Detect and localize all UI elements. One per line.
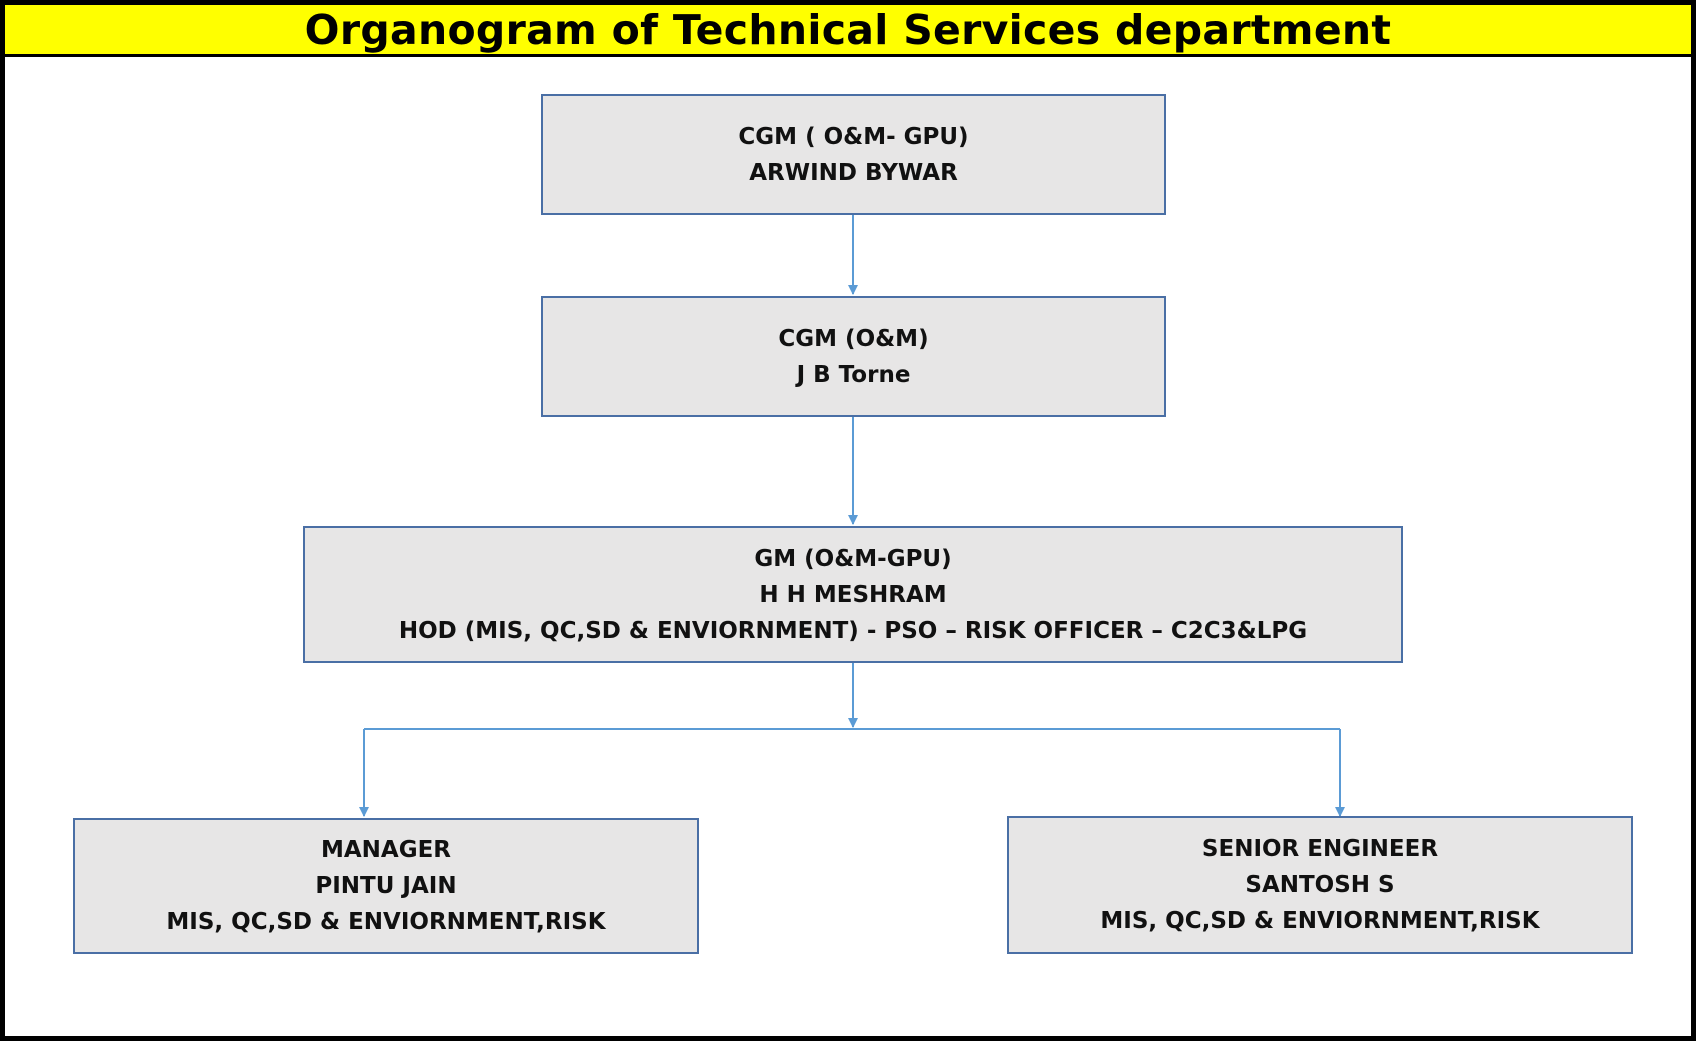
- node-manager-roles: MIS, QC,SD & ENVIORNMENT,RISK: [166, 909, 606, 935]
- node-manager-designation: MANAGER: [320, 837, 452, 863]
- node-senior-engineer-designation: SENIOR ENGINEER: [1201, 836, 1439, 862]
- node-gm-om-gpu-designation: GM (O&M-GPU): [754, 545, 952, 572]
- node-senior-engineer: SENIOR ENGINEER SANTOSH S MIS, QC,SD & E…: [1007, 816, 1633, 954]
- node-cgm-om-gpu-name: ARWIND BYWAR: [749, 159, 958, 186]
- node-senior-engineer-name: SANTOSH S: [1245, 872, 1395, 898]
- title-bar: Organogram of Technical Services departm…: [5, 5, 1691, 57]
- page-title: Organogram of Technical Services departm…: [304, 5, 1392, 54]
- node-cgm-om-gpu-designation: CGM ( O&M- GPU): [738, 123, 969, 150]
- node-cgm-om: CGM (O&M) J B Torne: [541, 296, 1166, 417]
- node-cgm-om-designation: CGM (O&M): [778, 325, 929, 352]
- node-gm-om-gpu: GM (O&M-GPU) H H MESHRAM HOD (MIS, QC,SD…: [303, 526, 1403, 663]
- node-senior-engineer-roles: MIS, QC,SD & ENVIORNMENT,RISK: [1100, 908, 1540, 934]
- node-cgm-om-name: J B Torne: [796, 361, 911, 388]
- node-gm-om-gpu-roles: HOD (MIS, QC,SD & ENVIORNMENT) - PSO – R…: [398, 617, 1308, 644]
- node-cgm-om-gpu: CGM ( O&M- GPU) ARWIND BYWAR: [541, 94, 1166, 215]
- node-gm-om-gpu-name: H H MESHRAM: [759, 581, 947, 608]
- node-manager-name: PINTU JAIN: [315, 873, 457, 899]
- node-manager: MANAGER PINTU JAIN MIS, QC,SD & ENVIORNM…: [73, 818, 699, 954]
